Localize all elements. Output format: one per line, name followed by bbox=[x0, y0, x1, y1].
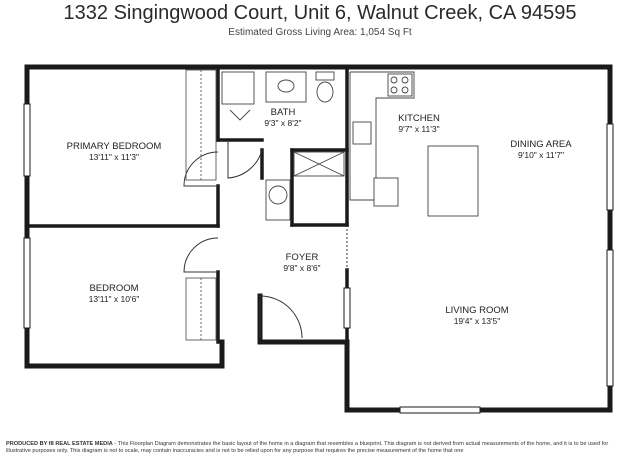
room-dims-living-room: 19'4" x 13'5" bbox=[454, 316, 501, 326]
doors bbox=[183, 140, 348, 339]
toilet-tank bbox=[315, 71, 335, 81]
interior-walls bbox=[25, 65, 349, 344]
room-dims-dining-area: 9'10" x 11'7" bbox=[518, 150, 564, 160]
water-heater bbox=[268, 185, 288, 205]
window-dining-right bbox=[606, 123, 614, 211]
kitchen-sink bbox=[352, 121, 372, 145]
window-bedroom-left bbox=[23, 237, 31, 329]
refrigerator bbox=[373, 177, 399, 207]
door-bath bbox=[227, 140, 263, 179]
floor-plan: PRIMARY BEDROOM 13'11" x 11'3" BATH 9'3"… bbox=[23, 64, 614, 414]
listing-address-title: 1332 Singingwood Court, Unit 6, Walnut C… bbox=[63, 2, 577, 24]
room-dims-primary-bedroom: 13'11" x 11'3" bbox=[89, 152, 139, 162]
window-foyer-side bbox=[343, 287, 351, 329]
bath-fixtures bbox=[221, 71, 345, 221]
stove-burner-1 bbox=[390, 76, 398, 84]
room-dims-bath: 9'3" x 8'2" bbox=[264, 118, 301, 128]
bath-sink bbox=[277, 79, 295, 93]
stove-burner-4 bbox=[401, 86, 409, 94]
room-dims-foyer: 9'8" x 8'6" bbox=[283, 263, 320, 273]
bath-vanity bbox=[221, 71, 255, 105]
room-name-living-room: LIVING ROOM bbox=[445, 305, 508, 316]
wall-bedroom-bottom bbox=[24, 339, 225, 369]
producer-credit: PRODUCED BY f8 REAL ESTATE MEDIA bbox=[6, 441, 113, 447]
kitchen-island bbox=[427, 145, 479, 217]
stove-burner-3 bbox=[390, 86, 398, 94]
disclaimer-footer: PRODUCED BY f8 REAL ESTATE MEDIA - This … bbox=[6, 441, 634, 459]
window-primary-left bbox=[23, 103, 31, 177]
room-dims-bedroom: 13'11" x 10'6" bbox=[89, 294, 140, 304]
door-primary-bedroom bbox=[183, 151, 219, 187]
wall-bottom-living bbox=[344, 339, 613, 413]
wall-foyer-step bbox=[257, 293, 350, 345]
room-name-dining-area: DINING AREA bbox=[510, 139, 572, 150]
toilet bbox=[316, 81, 334, 103]
window-living-bottom bbox=[399, 406, 481, 414]
door-bedroom bbox=[183, 237, 219, 273]
room-labels: PRIMARY BEDROOM 13'11" x 11'3" BATH 9'3"… bbox=[67, 107, 573, 326]
room-name-bath: BATH bbox=[271, 107, 296, 118]
stove-burner-2 bbox=[401, 76, 409, 84]
room-name-bedroom: BEDROOM bbox=[89, 283, 138, 294]
exterior-walls bbox=[24, 64, 613, 413]
stove bbox=[387, 73, 413, 97]
bath-door-chevron bbox=[229, 109, 251, 121]
windows bbox=[23, 103, 614, 414]
disclaimer-text: - This Floorplan Diagram demonstrates th… bbox=[6, 441, 609, 454]
living-area-subtitle: Estimated Gross Living Area: 1,054 Sq Ft bbox=[228, 27, 412, 38]
kitchen-fixtures bbox=[349, 71, 479, 217]
room-name-primary-bedroom: PRIMARY BEDROOM bbox=[67, 141, 162, 152]
window-living-right bbox=[606, 249, 614, 387]
closets bbox=[185, 69, 217, 341]
door-entry bbox=[259, 295, 303, 339]
room-dims-kitchen: 9'7" x 11'3" bbox=[398, 124, 439, 134]
room-name-foyer: FOYER bbox=[286, 252, 319, 263]
kitchen-counter bbox=[349, 71, 415, 201]
room-name-kitchen: KITCHEN bbox=[398, 113, 440, 124]
shower-x2 bbox=[293, 151, 345, 177]
